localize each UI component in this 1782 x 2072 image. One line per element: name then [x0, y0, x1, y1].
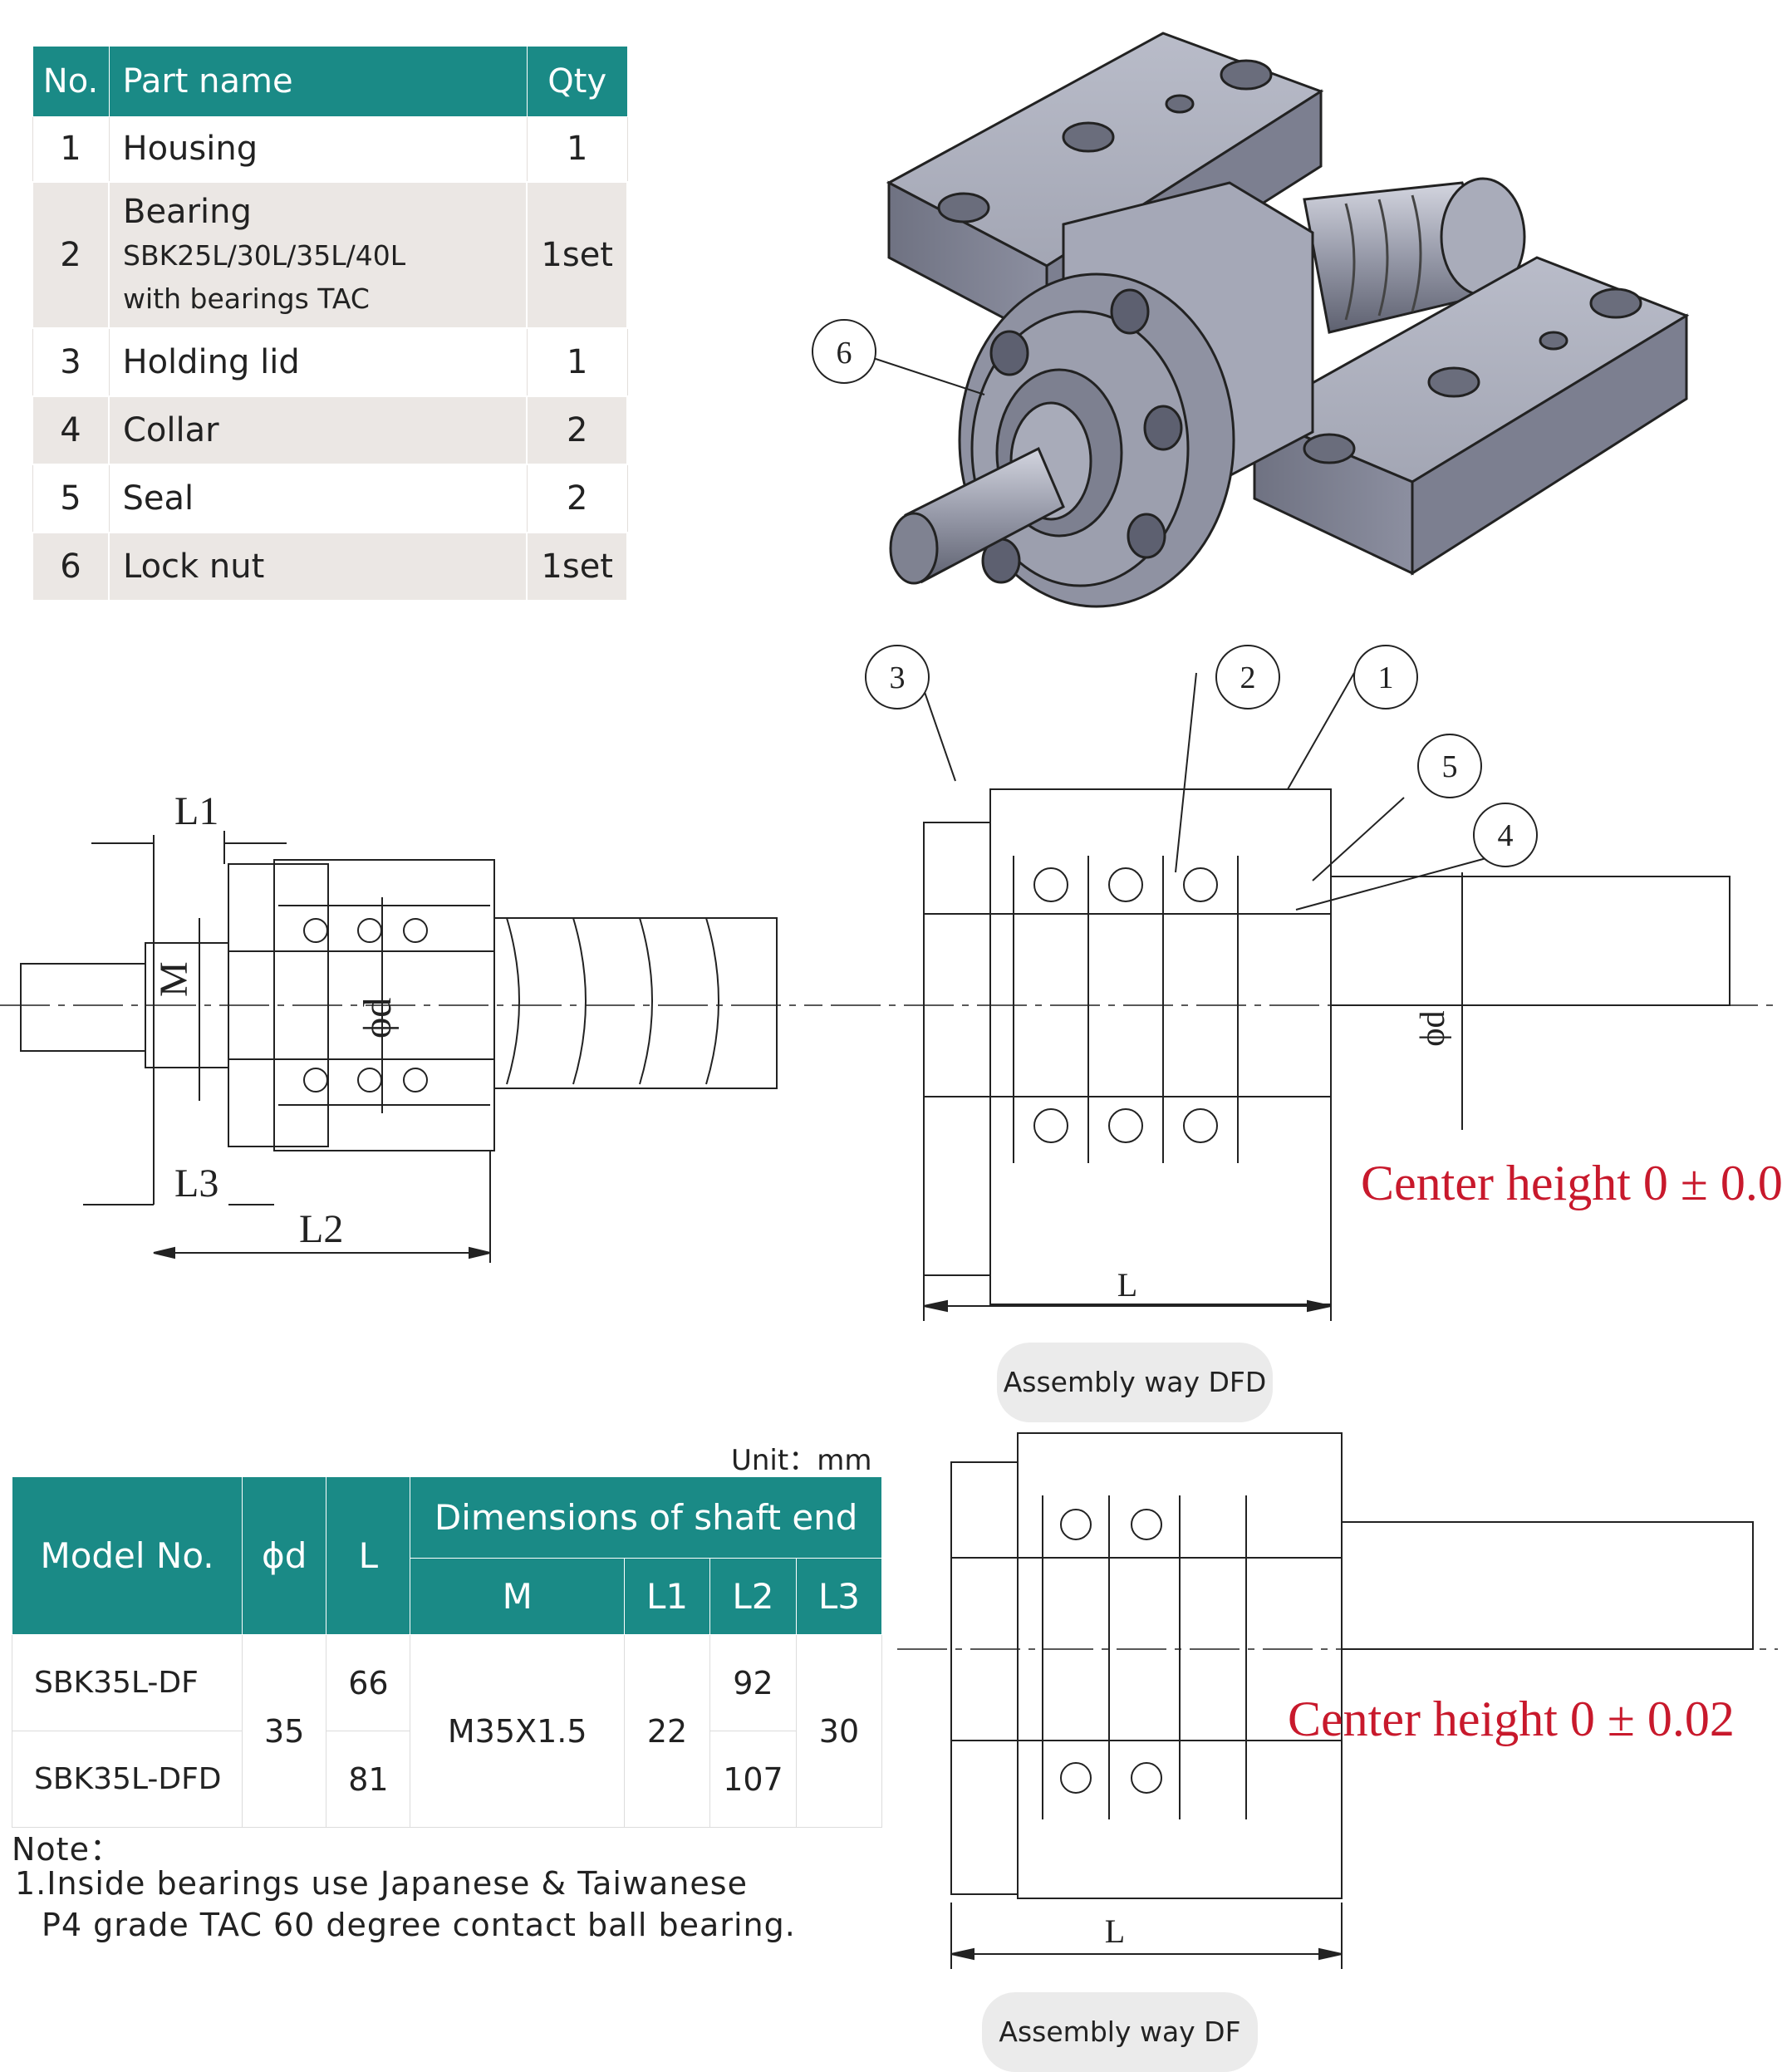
row-no: 2	[32, 180, 110, 329]
row-qty: 1set	[526, 531, 628, 601]
cell-model: SBK35L-DF	[11, 1634, 243, 1731]
dim-label-l1: L1	[174, 789, 218, 833]
cell-l: 66	[326, 1634, 411, 1731]
callout-5: 5	[1442, 749, 1458, 784]
header-model-no: Model No.	[11, 1476, 243, 1635]
support-unit-3d-illustration	[886, 32, 1690, 608]
dim-label-l2: L2	[299, 1207, 343, 1251]
cell-l3: 30	[795, 1634, 883, 1828]
header-m: M	[410, 1558, 625, 1635]
header-l3: L3	[795, 1558, 883, 1635]
callout-circle	[1353, 645, 1418, 709]
cell-m: M35X1.5	[410, 1634, 625, 1828]
table-row: 3 Holding lid 1	[32, 327, 628, 396]
table-row: 5 Seal 2	[32, 464, 628, 533]
parts-table: No. Part name Qty 1 Housing 1 2 Bearing …	[32, 46, 628, 601]
row-no: 6	[32, 531, 110, 601]
callout-circle	[1417, 734, 1482, 798]
callout-6: 6	[837, 336, 852, 371]
row-part-sub2: with bearings TAC	[123, 282, 370, 315]
dim-label-m: M	[152, 961, 196, 997]
row-part-name: Housing	[108, 116, 528, 182]
cell-l: 81	[326, 1731, 411, 1828]
center-height-dfd: Center height 0 ± 0.02	[1361, 1156, 1782, 1210]
row-part-name: Holding lid	[108, 327, 528, 396]
callout-4: 4	[1498, 818, 1514, 853]
dim-label-phi-d: ϕd	[356, 998, 400, 1038]
callout-1: 1	[1378, 660, 1394, 695]
dim-table-header-row: Model No. ϕd L Dimensions of shaft end	[11, 1476, 882, 1635]
header-qty: Qty	[526, 46, 628, 117]
center-height-df: Center height 0 ± 0.02	[1288, 1691, 1735, 1746]
table-row: 6 Lock nut 1set	[32, 531, 628, 601]
dim-table-subheader-row: M L1 L2 L3	[12, 1558, 883, 1635]
table-row: SBK35L-DF 35 66 M35X1.5 22 92 30	[11, 1634, 883, 1828]
assembly-df-section-drawing: L	[897, 1432, 1778, 1969]
cell-model: SBK35L-DFD	[11, 1731, 243, 1828]
cell-phi-d: 35	[242, 1634, 327, 1828]
row-part-name: Collar	[107, 395, 528, 465]
cell-l2: 107	[709, 1731, 797, 1828]
dfd-dim-label-phi-d: ϕd	[1414, 1010, 1452, 1046]
shaft-end-section-drawing: L1 L3 L2 M ϕd	[0, 789, 822, 1263]
callout-circle	[1473, 803, 1538, 867]
header-l: L	[326, 1476, 411, 1635]
note-line-1: 1.Inside bearings use Japanese & Taiwane…	[15, 1865, 748, 1902]
dim-label-l3: L3	[174, 1161, 218, 1205]
row-no: 4	[32, 395, 110, 465]
callout-circle	[1215, 645, 1280, 709]
table-row: 2 Bearing SBK25L/30L/35L/40L with bearin…	[32, 180, 628, 329]
unit-label: Unit：mm	[731, 1444, 872, 1477]
table-row: SBK35L-DFD 81 107	[11, 1731, 882, 1828]
header-l2: L2	[709, 1558, 797, 1635]
callout-2: 2	[1240, 660, 1256, 695]
table-row: 1 Housing 1	[32, 116, 628, 182]
dimension-table: Model No. ϕd L Dimensions of shaft end M…	[11, 1476, 883, 1828]
callout-circle	[865, 645, 930, 709]
callout-3: 3	[890, 660, 906, 695]
dfd-dim-label-l: L	[1117, 1266, 1137, 1304]
cell-l1: 22	[623, 1634, 711, 1828]
header-shaft-end: Dimensions of shaft end	[410, 1476, 882, 1559]
row-part-sub1: SBK25L/30L/35L/40L	[123, 238, 406, 272]
row-no: 1	[32, 116, 110, 182]
row-no: 5	[32, 464, 110, 533]
header-no: No.	[32, 46, 110, 117]
df-dim-label-l: L	[1105, 1912, 1125, 1950]
note-line-2: P4 grade TAC 60 degree contact ball bear…	[42, 1907, 796, 1943]
cell-l2: 92	[709, 1634, 797, 1731]
row-part-name: Seal	[108, 464, 528, 533]
assembly-dfd-label: Assembly way DFD	[997, 1343, 1273, 1422]
parts-table-header: No. Part name Qty	[32, 46, 628, 117]
row-qty: 1	[526, 116, 628, 182]
assembly-df-label: Assembly way DF	[982, 1992, 1258, 2072]
row-qty: 2	[526, 395, 628, 465]
note-title: Note：	[12, 1831, 122, 1868]
row-part-name-cell: Bearing SBK25L/30L/35L/40L with bearings…	[107, 180, 528, 329]
header-l1: L1	[623, 1558, 711, 1635]
callout-6-marker: 6	[812, 319, 985, 395]
row-no: 3	[32, 327, 110, 396]
row-qty: 1set	[526, 180, 628, 329]
header-phi-d: ϕd	[242, 1476, 327, 1635]
row-qty: 1	[526, 327, 628, 396]
table-row: 4 Collar 2	[32, 395, 628, 465]
row-part-name: Bearing	[123, 192, 252, 231]
row-qty: 2	[526, 464, 628, 533]
row-part-name: Lock nut	[107, 531, 528, 601]
header-part-name: Part name	[108, 46, 528, 117]
assembly-dfd-section-drawing: 3 2 1 5 4 L ϕd	[831, 645, 1778, 1321]
